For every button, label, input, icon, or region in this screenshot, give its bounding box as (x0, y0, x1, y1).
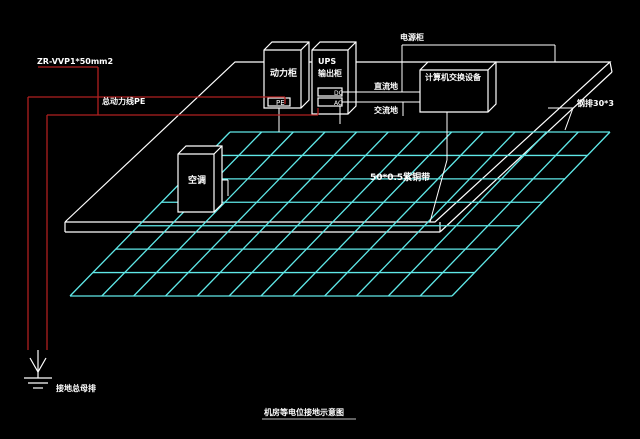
cable-spec-label: ZR-VVP1*50mm2 (37, 57, 113, 66)
grid-line (292, 131, 453, 297)
dc-mark: DC (334, 90, 343, 97)
ground-symbol (24, 350, 52, 389)
ups-cabinet (311, 41, 357, 115)
power-cabinet-label: 动力柜 (270, 67, 297, 79)
grid-line (419, 131, 579, 297)
ac-label: 交流地 (374, 105, 398, 115)
grid-line (101, 131, 263, 297)
grid-line (133, 131, 294, 297)
grid-line (324, 131, 484, 297)
ac-unit (177, 145, 223, 213)
computer-equipment-box (419, 61, 497, 113)
ups-label-1: UPS (318, 57, 336, 66)
pe-mark: PE (276, 99, 285, 107)
grid-line (260, 131, 421, 297)
dc-label: 直流地 (374, 81, 398, 91)
steel-flat-label: 钢排30*3 (577, 98, 614, 108)
ground-body-label: 接地总母排 (56, 383, 96, 393)
grid-line (196, 131, 358, 297)
copper-strip-label: 50*0.5紫铜带 (370, 171, 430, 183)
grid-line (387, 131, 548, 297)
power-cable-label: 总动力线PE (102, 96, 145, 106)
grid-line (356, 131, 516, 297)
ground-cable (27, 66, 319, 350)
diagram-title: 机房等电位接地示意图 (264, 407, 344, 417)
computer-equipment-label: 计算机交换设备 (425, 72, 482, 82)
copper-grid (69, 131, 611, 297)
grid-line (228, 131, 389, 297)
white-wires (222, 44, 574, 223)
ups-label-2: 输出柜 (318, 68, 342, 78)
ac-mark: AC (334, 100, 342, 107)
power-cabinet (263, 41, 310, 109)
grid-line (165, 131, 326, 297)
ac-unit-label: 空调 (188, 174, 206, 186)
screen-label: 电源柜 (400, 32, 424, 42)
grid-line (451, 131, 611, 297)
